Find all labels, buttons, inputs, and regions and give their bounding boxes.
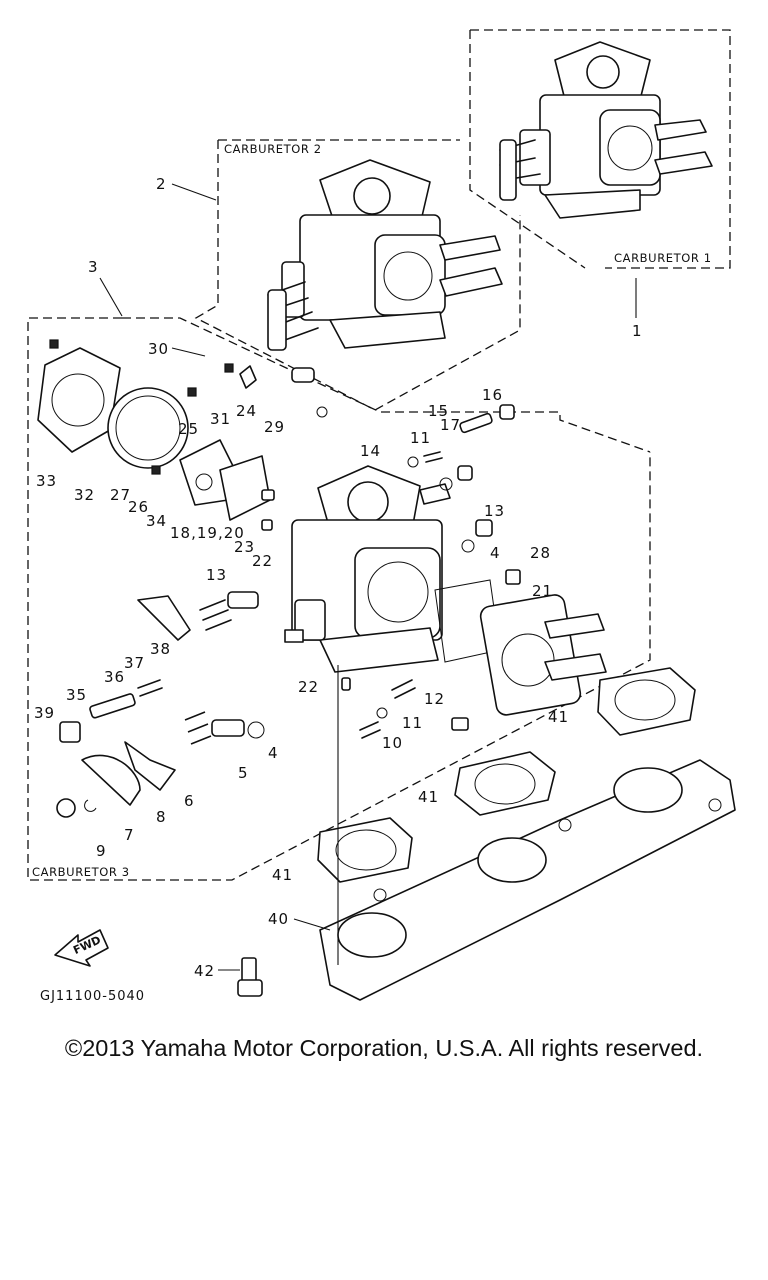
callout-40: 40 xyxy=(268,910,289,928)
callout-17: 17 xyxy=(440,416,461,434)
callout-39: 39 xyxy=(34,704,55,722)
callout-30: 30 xyxy=(148,340,169,358)
callout-13-left: 13 xyxy=(206,566,227,584)
callout-24: 24 xyxy=(236,402,257,420)
callout-36: 36 xyxy=(104,668,125,686)
diaphragm-parts xyxy=(37,339,271,521)
callout-27: 27 xyxy=(110,486,131,504)
callout-29: 29 xyxy=(264,418,285,436)
callout-13-right: 13 xyxy=(484,502,505,520)
callout-11-bottom: 11 xyxy=(402,714,423,732)
callout-38: 38 xyxy=(150,640,171,658)
carburetor-1-group: CARBURETOR 1 1 xyxy=(469,29,731,340)
callout-26: 26 xyxy=(128,498,149,516)
gaskets xyxy=(317,667,696,883)
carburetor-2-label: CARBURETOR 2 xyxy=(224,142,322,156)
copyright-notice: ©2013 Yamaha Motor Corporation, U.S.A. A… xyxy=(64,1035,704,1061)
callout-12: 12 xyxy=(424,690,445,708)
callout-21: 21 xyxy=(532,582,553,600)
carburetor-1-body xyxy=(499,41,713,219)
callout-2: 2 xyxy=(156,175,167,193)
callout-31: 31 xyxy=(210,410,231,428)
intake-manifold xyxy=(319,759,736,1001)
fwd-arrow: FWD xyxy=(54,929,109,967)
callout-34: 34 xyxy=(146,512,167,530)
callout-14: 14 xyxy=(360,442,381,460)
callout-3: 3 xyxy=(88,258,99,276)
callout-15: 15 xyxy=(428,402,449,420)
callout-9: 9 xyxy=(96,842,107,860)
carburetor-1-label: CARBURETOR 1 xyxy=(614,251,712,265)
callout-4-right: 4 xyxy=(490,544,501,562)
callout-10: 10 xyxy=(382,734,403,752)
callouts: 30 16 15 11 17 14 13 4 28 21 25 31 24 29… xyxy=(34,340,569,980)
callout-37: 37 xyxy=(124,654,145,672)
callout-22-bottom: 22 xyxy=(298,678,319,696)
callout-18-19-20: 18,19,20 xyxy=(170,524,245,542)
callout-22-top: 22 xyxy=(252,552,273,570)
carburetor-3-group: CARBURETOR 3 3 xyxy=(27,258,651,881)
callout-5: 5 xyxy=(238,764,249,782)
bolt-42 xyxy=(218,957,263,997)
linkage-parts xyxy=(56,591,304,818)
jet-parts xyxy=(239,365,521,739)
callout-42: 42 xyxy=(194,962,215,980)
callout-23: 23 xyxy=(234,538,255,556)
parts-diagram: CARBURETOR 1 1 CARBURETOR 2 2 xyxy=(27,29,736,1004)
carburetor-3-label: CARBURETOR 3 xyxy=(32,865,130,879)
callout-41-bottom: 41 xyxy=(272,866,293,884)
callout-41-middle: 41 xyxy=(418,788,439,806)
carburetor-2-group: CARBURETOR 2 2 xyxy=(156,139,521,411)
callout-33: 33 xyxy=(36,472,57,490)
carburetor-3-body xyxy=(291,465,607,716)
callout-1: 1 xyxy=(632,322,643,340)
callout-8: 8 xyxy=(156,808,167,826)
callout-6: 6 xyxy=(184,792,195,810)
callout-16: 16 xyxy=(482,386,503,404)
callout-41-top: 41 xyxy=(548,708,569,726)
callout-32: 32 xyxy=(74,486,95,504)
callout-25: 25 xyxy=(178,420,199,438)
drawing-code: GJ11100-5040 xyxy=(40,989,145,1004)
callout-11-top: 11 xyxy=(410,429,431,447)
callout-7: 7 xyxy=(124,826,135,844)
carburetor-2-body xyxy=(267,159,503,351)
callout-28: 28 xyxy=(530,544,551,562)
callout-35: 35 xyxy=(66,686,87,704)
callout-4-left: 4 xyxy=(268,744,279,762)
